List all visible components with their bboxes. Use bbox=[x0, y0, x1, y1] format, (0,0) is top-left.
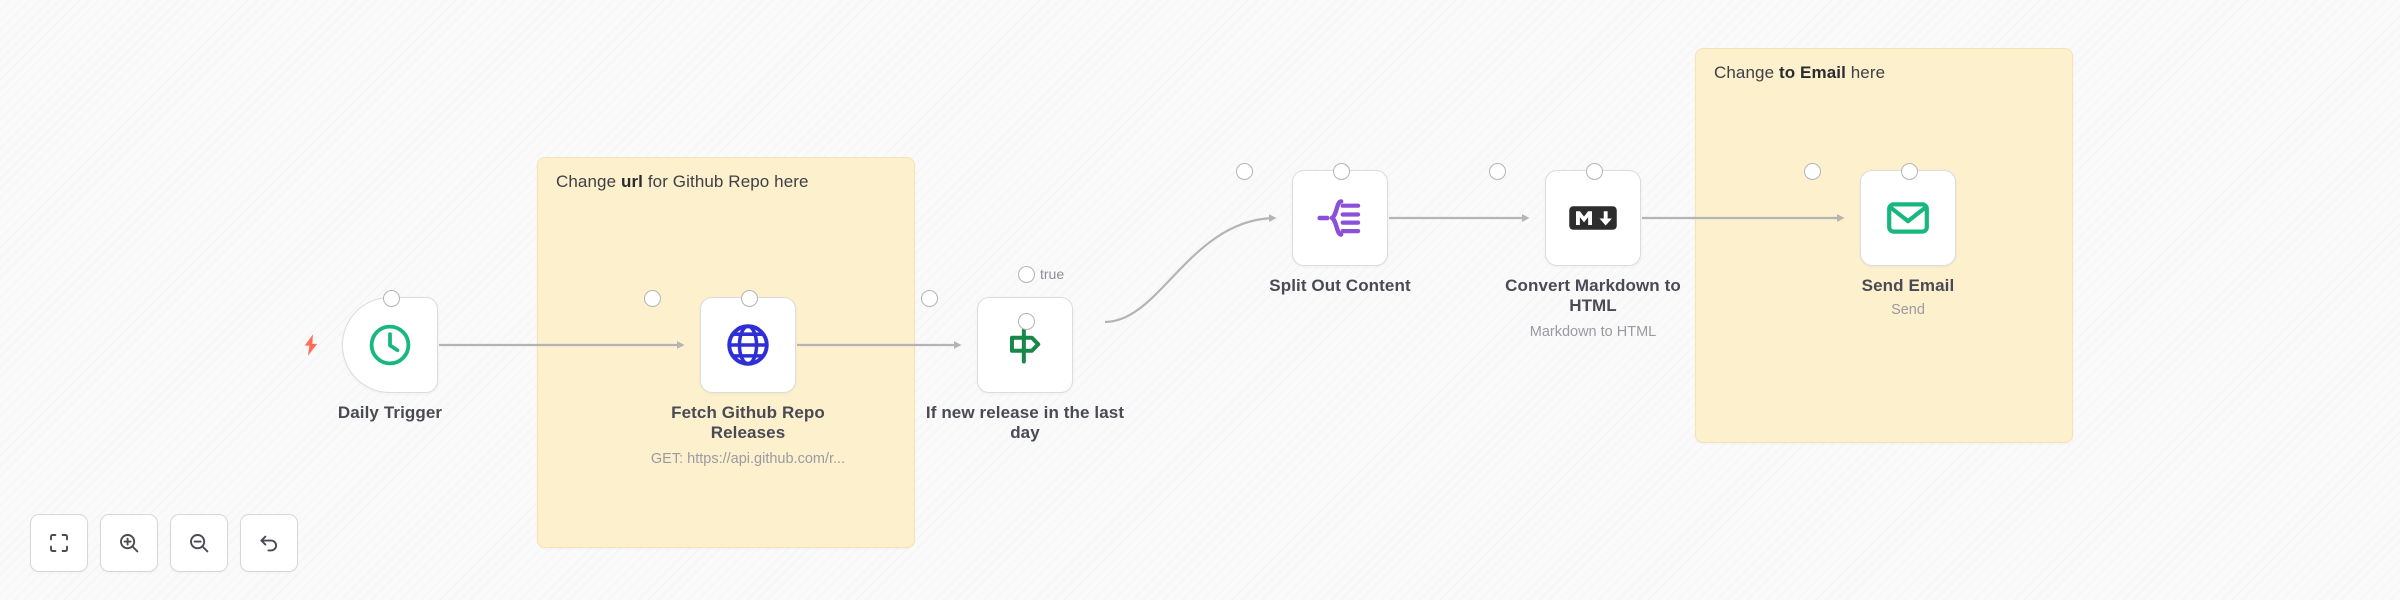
input-port[interactable] bbox=[1804, 162, 1821, 180]
node-body[interactable] bbox=[342, 289, 438, 393]
sticky-note-text: Change url for Github Repo here bbox=[556, 172, 809, 191]
output-port[interactable] bbox=[741, 289, 758, 307]
node-sublabel: Send bbox=[1891, 302, 1925, 318]
node-label: Convert Markdown to HTML bbox=[1505, 276, 1681, 316]
output-label-true: true bbox=[1040, 266, 1065, 282]
node-label: Fetch Github Repo Releases bbox=[671, 403, 825, 443]
reset-zoom-button[interactable] bbox=[240, 514, 298, 572]
lightning-bolt-icon bbox=[304, 334, 318, 356]
input-port[interactable] bbox=[644, 289, 661, 307]
node-body[interactable]: true bbox=[921, 266, 1073, 393]
sticky-note-text: Change to Email here bbox=[1714, 63, 1886, 82]
signpost-icon bbox=[1009, 328, 1041, 364]
input-port[interactable] bbox=[1236, 162, 1253, 180]
zoom-out-button[interactable] bbox=[170, 514, 228, 572]
output-port[interactable] bbox=[383, 289, 400, 307]
output-port[interactable] bbox=[1586, 162, 1603, 180]
node-label: Send Email bbox=[1861, 276, 1955, 295]
zoom-in-icon bbox=[120, 534, 139, 553]
node-label: Daily Trigger bbox=[337, 403, 443, 422]
node-body[interactable] bbox=[1489, 162, 1641, 266]
envelope-icon bbox=[1887, 202, 1929, 234]
fit-view-icon bbox=[50, 534, 68, 552]
zoom-out-icon bbox=[190, 534, 209, 553]
clock-icon bbox=[369, 324, 411, 366]
output-port[interactable] bbox=[1333, 162, 1350, 180]
split-out-icon bbox=[1317, 199, 1361, 237]
input-port[interactable] bbox=[921, 289, 938, 307]
fit-to-view-button[interactable] bbox=[30, 514, 88, 572]
globe-icon bbox=[727, 324, 769, 366]
input-port[interactable] bbox=[1489, 162, 1506, 180]
node-body[interactable] bbox=[1804, 162, 1956, 266]
node-sublabel: GET: https://api.github.com/r... bbox=[650, 451, 846, 467]
node-label: Split Out Content bbox=[1269, 276, 1411, 295]
markdown-icon bbox=[1569, 206, 1617, 230]
node-sublabel: Markdown to HTML bbox=[1529, 324, 1657, 340]
edge-if-true-to-split bbox=[1104, 214, 1277, 324]
canvas-toolbar bbox=[30, 514, 298, 572]
undo-icon bbox=[260, 535, 277, 552]
zoom-in-button[interactable] bbox=[100, 514, 158, 572]
output-port-false[interactable] bbox=[1018, 313, 1035, 330]
output-port[interactable] bbox=[1901, 162, 1918, 180]
node-body[interactable] bbox=[644, 289, 796, 393]
node-body[interactable] bbox=[1236, 162, 1388, 266]
output-port-true[interactable] bbox=[1018, 266, 1035, 283]
node-label: If new release in the last day bbox=[925, 403, 1125, 443]
